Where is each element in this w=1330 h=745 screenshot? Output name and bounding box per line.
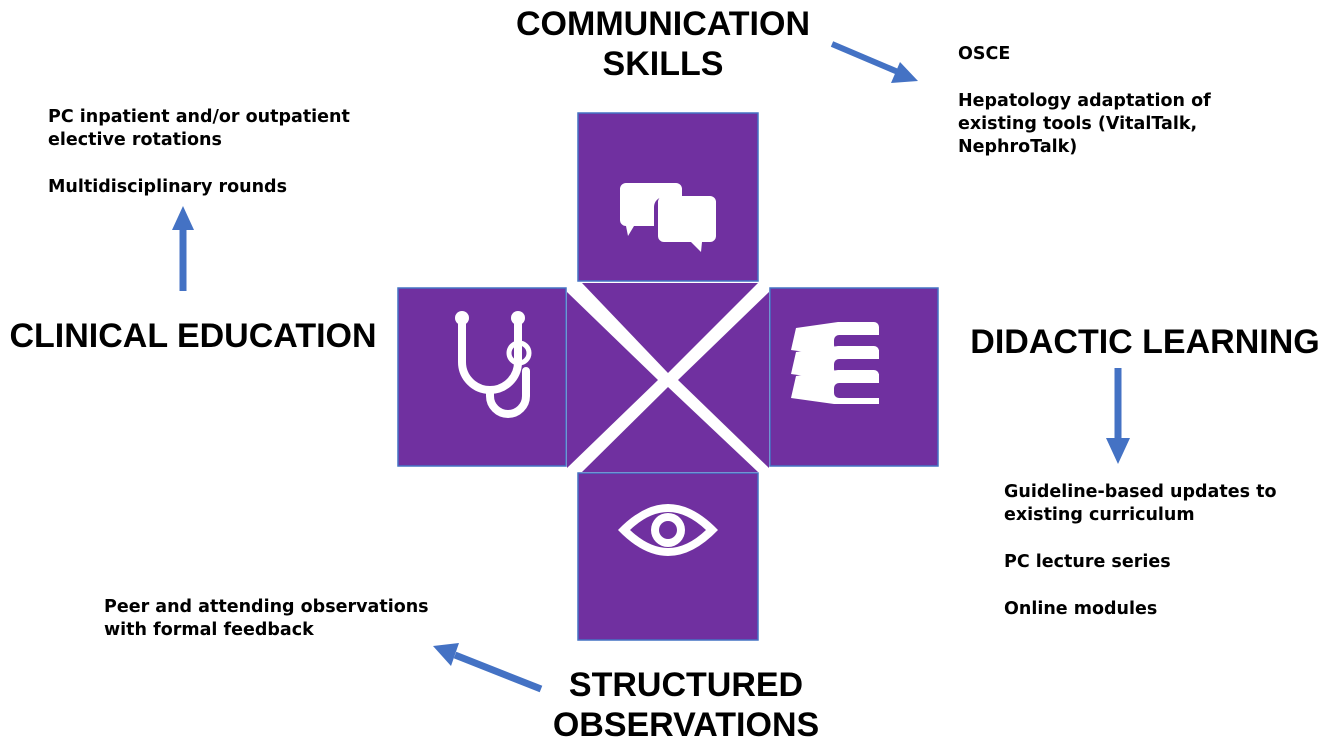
list-item: Hepatology adaptation of existing tools … <box>958 90 1211 159</box>
list-item: Peer and attending observations with for… <box>104 596 429 642</box>
list-item: Multidisciplinary rounds <box>48 176 350 199</box>
heading-line: STRUCTURED <box>568 666 804 704</box>
center-wedge-bottom <box>582 387 758 472</box>
item-line: Guideline-based updates to <box>1004 482 1277 502</box>
heading-didactic: DIDACTIC LEARNING <box>968 322 1322 362</box>
heading-line: DIDACTIC LEARNING <box>970 323 1320 361</box>
item-line: Peer and attending observations <box>104 597 429 617</box>
items-communication: OSCE Hepatology adaptation of existing t… <box>958 43 1211 159</box>
heading-line: SKILLS <box>602 45 724 83</box>
stethoscope-icon <box>455 311 532 418</box>
item-line: elective rotations <box>48 130 222 150</box>
item-line: OSCE <box>958 44 1011 64</box>
center-wedge-right <box>678 292 769 468</box>
list-item: Guideline-based updates to existing curr… <box>1004 481 1277 527</box>
arrow-structured <box>433 643 543 693</box>
items-structured: Peer and attending observations with for… <box>104 596 429 642</box>
list-item: PC lecture series <box>1004 551 1277 574</box>
heading-communication: COMMUNICATION SKILLS <box>513 4 813 84</box>
heading-structured: STRUCTURED OBSERVATIONS <box>546 665 826 745</box>
eye-icon <box>618 504 718 556</box>
list-item: OSCE <box>958 43 1211 66</box>
item-line: Online modules <box>1004 599 1158 619</box>
tile-clinical <box>397 287 567 467</box>
heading-line: CLINICAL EDUCATION <box>9 317 377 355</box>
items-clinical: PC inpatient and/or outpatient elective … <box>48 106 350 199</box>
center-wedge-left <box>567 292 658 468</box>
list-item: PC inpatient and/or outpatient elective … <box>48 106 350 152</box>
item-line: existing tools (VitalTalk, <box>958 114 1198 134</box>
item-line: NephroTalk) <box>958 137 1078 157</box>
books-icon <box>791 322 879 404</box>
arrow-didactic <box>1106 368 1130 464</box>
heading-line: COMMUNICATION <box>516 5 810 43</box>
item-line: PC lecture series <box>1004 552 1171 572</box>
items-didactic: Guideline-based updates to existing curr… <box>1004 481 1277 621</box>
heading-clinical: CLINICAL EDUCATION <box>8 316 378 356</box>
arrow-communication <box>830 41 918 83</box>
list-item: Online modules <box>1004 598 1277 621</box>
heading-line: OBSERVATIONS <box>552 706 820 744</box>
item-line: Multidisciplinary rounds <box>48 177 287 197</box>
item-line: PC inpatient and/or outpatient <box>48 107 350 127</box>
item-line: existing curriculum <box>1004 505 1195 525</box>
tile-structured <box>577 472 759 641</box>
center-wedge-top <box>582 283 758 373</box>
item-line: with formal feedback <box>104 620 314 640</box>
arrow-clinical <box>172 206 194 291</box>
item-line: Hepatology adaptation of <box>958 91 1211 111</box>
speech-bubbles-icon <box>620 183 716 252</box>
